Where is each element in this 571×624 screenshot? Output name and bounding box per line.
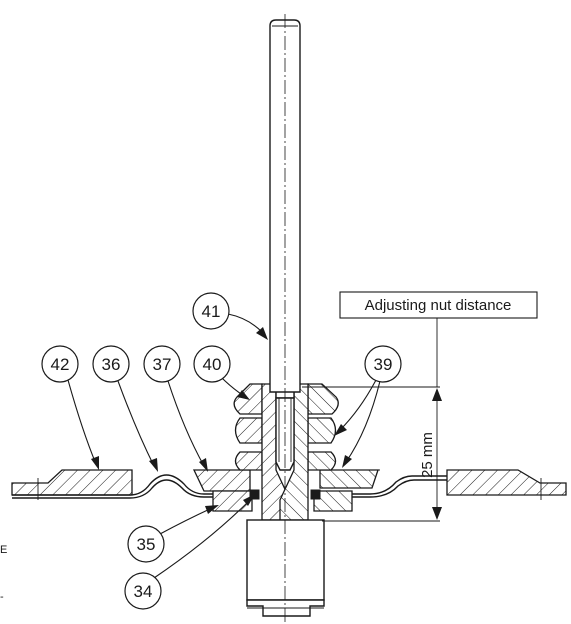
callout-35: 35 — [127, 505, 219, 563]
svg-text:40: 40 — [203, 355, 222, 374]
inner-plate — [192, 469, 379, 492]
adjusting-nut-lower — [234, 451, 337, 471]
callout-41: 41 — [192, 292, 268, 340]
callout-42: 42 — [41, 345, 99, 470]
callout-39: 39 — [334, 345, 402, 468]
svg-text:41: 41 — [202, 302, 221, 321]
margin-mark-top: E — [0, 544, 7, 556]
adjusting-nut-middle — [234, 417, 337, 444]
callout-34: 34 — [124, 494, 255, 610]
callout-37: 37 — [143, 345, 208, 472]
lower-washer — [212, 490, 353, 512]
svg-text:37: 37 — [153, 355, 172, 374]
dimension-25mm: 25 mm — [302, 318, 442, 522]
svg-text:34: 34 — [134, 582, 153, 601]
svg-text:35: 35 — [137, 535, 156, 554]
svg-text:36: 36 — [102, 355, 121, 374]
margin-mark-bottom: - — [0, 591, 4, 603]
diaphragm-plate-right — [446, 469, 567, 500]
callout-36: 36 — [92, 345, 158, 472]
callout-40: 40 — [193, 345, 250, 400]
dimension-label-box: Adjusting nut distance — [339, 291, 538, 319]
spindle — [269, 19, 301, 471]
dimension-value: 25 mm — [419, 432, 436, 478]
svg-text:42: 42 — [51, 355, 70, 374]
svg-text:39: 39 — [374, 355, 393, 374]
lower-body — [246, 519, 325, 617]
dimension-label: Adjusting nut distance — [365, 297, 512, 314]
